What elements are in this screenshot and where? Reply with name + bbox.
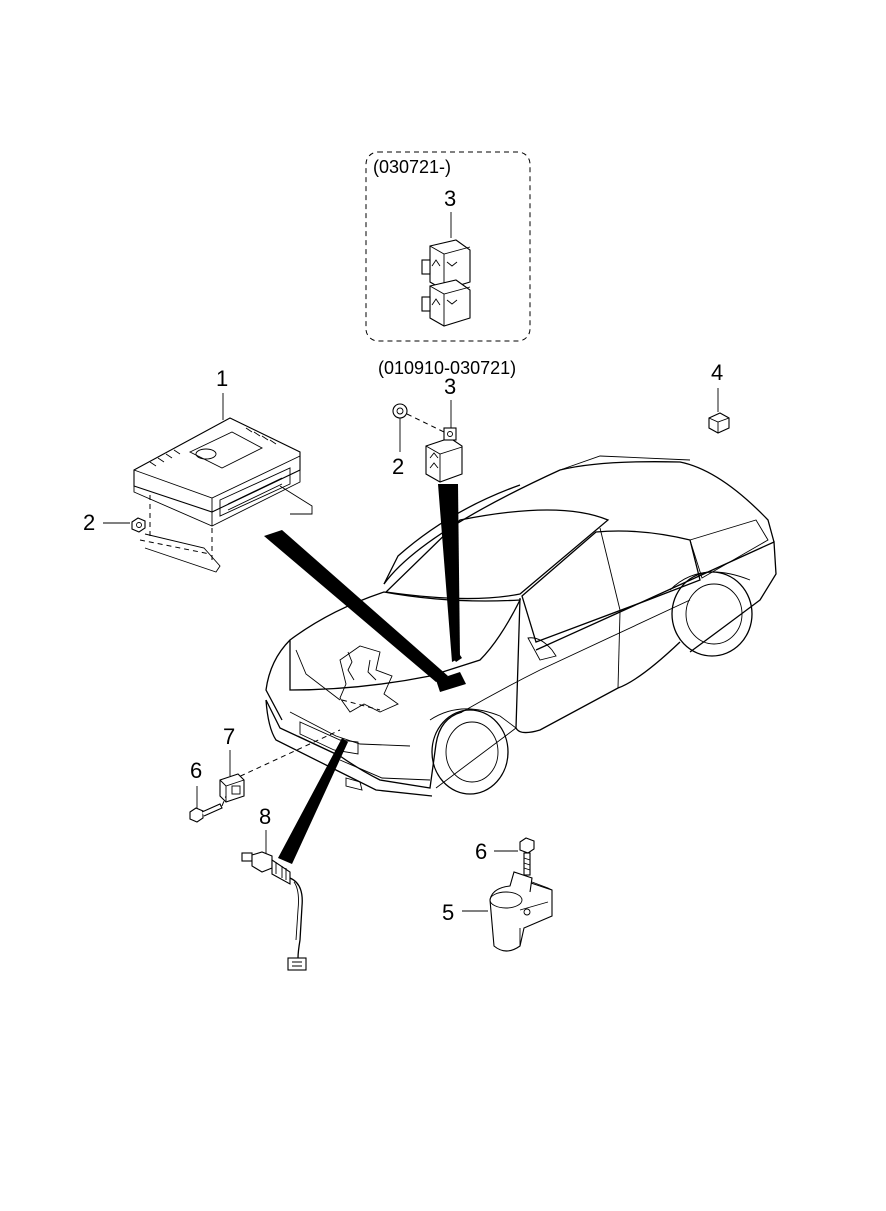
callout-5: 5 [442,900,454,925]
ecu-location-mark [436,672,466,692]
ecu-module-icon [133,417,313,573]
pointer-ecu [264,530,448,682]
callout-7: 7 [223,724,235,749]
callout-3-early: 3 [444,374,456,399]
bolt-cam-icon [189,803,223,823]
crank-sensor-icon [489,871,553,952]
small-relay-icon [708,412,730,434]
relay-icon [425,427,463,483]
pointer-relay [438,484,460,662]
callout-4: 4 [711,360,723,385]
callout-2-relay: 2 [392,454,404,479]
callout-6-cam: 6 [190,758,202,783]
temp-sensor-icon [241,851,307,971]
double-relay-icon [421,239,471,327]
callout-6-crank: 6 [475,839,487,864]
bolt-crank-icon [519,837,535,876]
nut-relay-icon [392,403,408,419]
callout-2-ecu: 2 [83,510,95,535]
variant-box-late: (030721-) 3 [365,151,531,342]
pointer-temp-sensor [278,738,348,864]
callout-1: 1 [216,366,228,391]
callout-8: 8 [259,804,271,829]
vehicle-illustration [265,455,777,797]
variant-label-early: (010910-030721) [378,358,516,378]
nut-ecu-icon [131,517,146,533]
callout-3-late: 3 [444,186,456,211]
variant-label-late: (030721-) [373,157,451,177]
cam-sensor-icon [219,773,245,803]
